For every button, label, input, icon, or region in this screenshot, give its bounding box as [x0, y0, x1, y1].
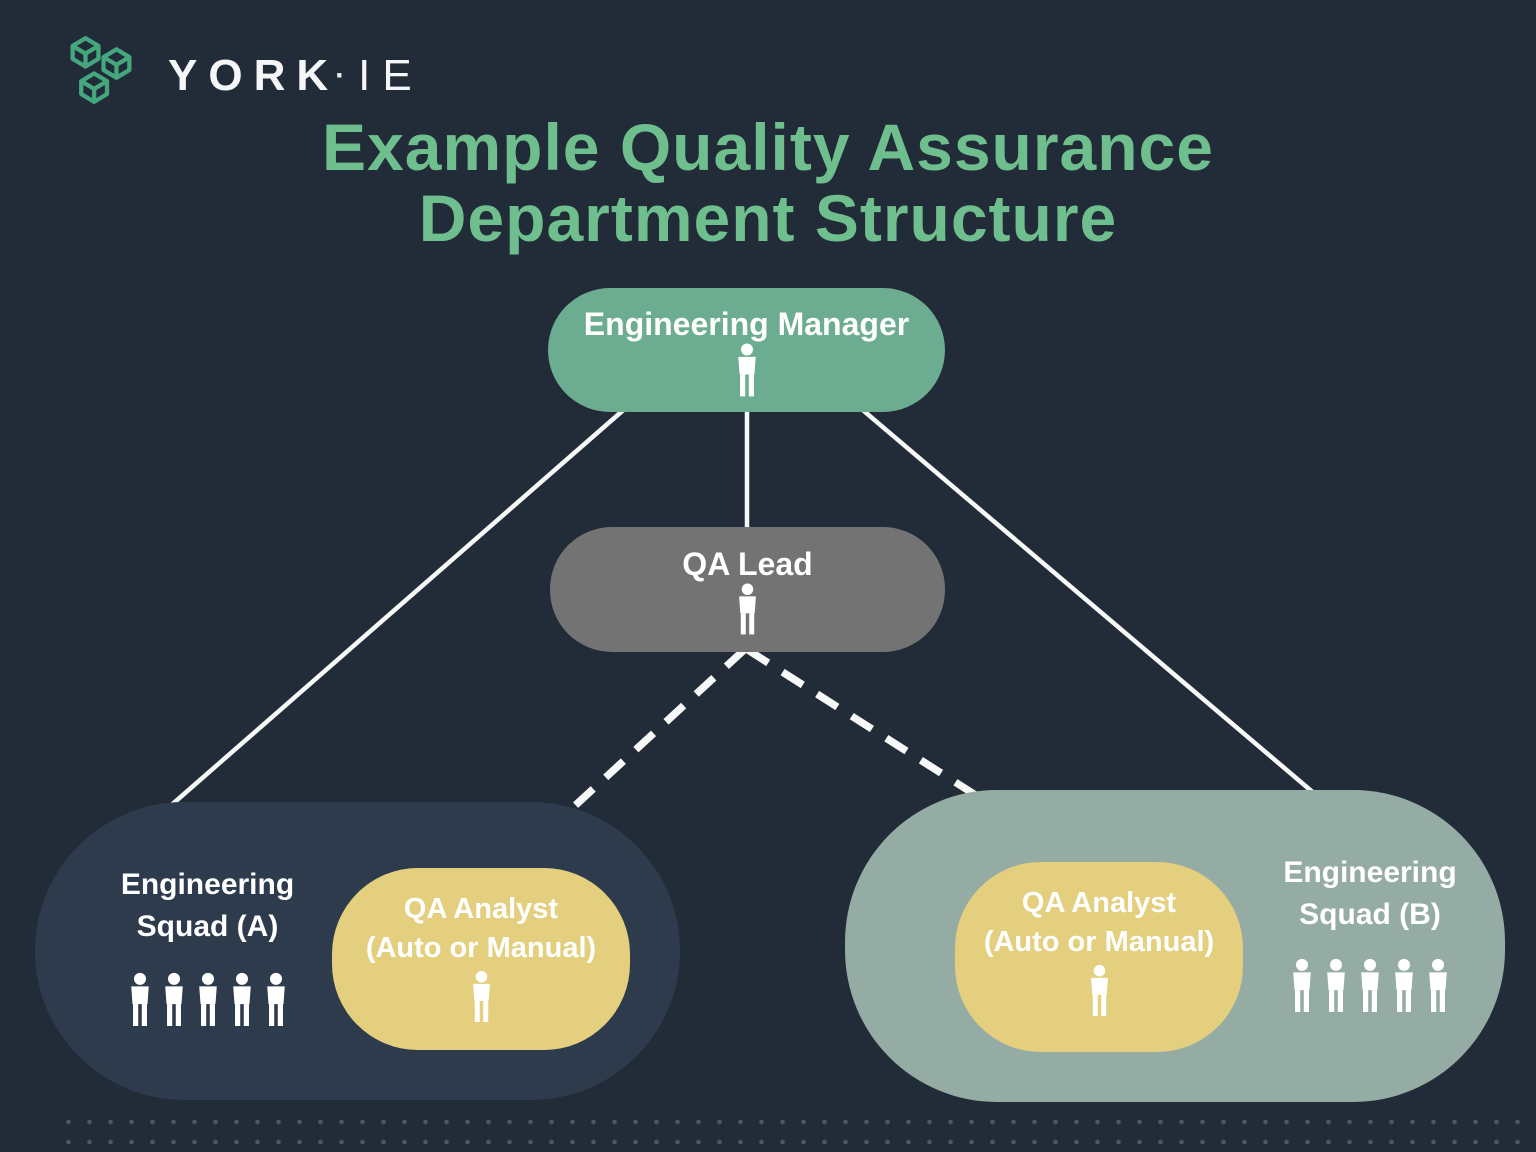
qa-analyst-b-label: QA Analyst (Auto or Manual): [984, 884, 1214, 962]
person-icon: [472, 970, 490, 1022]
person-icon: [737, 343, 756, 397]
edge-manager-to-squad-a: [166, 404, 630, 810]
squad-a-label-line2: Squad (A): [136, 910, 279, 943]
squad-b-label: Engineering Squad (B): [1240, 852, 1500, 936]
person-icon: [266, 972, 285, 1026]
page-title: Example Quality Assurance Department Str…: [0, 112, 1536, 253]
node-engineering-manager: Engineering Manager: [548, 288, 945, 412]
squad-a-label-line1: Engineering: [120, 868, 295, 901]
yorkie-logo-icon: [70, 36, 132, 104]
squad-b-members: [1235, 958, 1505, 1014]
engineering-manager-label: Engineering Manager: [583, 306, 910, 342]
person-icon: [1395, 958, 1413, 1012]
person-icon: [164, 972, 183, 1026]
edge-manager-to-squad-b: [856, 404, 1324, 802]
qa-analyst-b-label-line2: (Auto or Manual): [983, 926, 1215, 958]
edge-qa-lead-to-analyst-a: [500, 647, 747, 875]
person-icon: [1293, 958, 1311, 1012]
squad-b-label-line2: Squad (B): [1299, 898, 1441, 931]
node-qa-lead: QA Lead: [550, 527, 945, 652]
person-icon: [1361, 958, 1379, 1012]
node-qa-analyst-b: QA Analyst (Auto or Manual): [955, 862, 1243, 1052]
person-icon: [130, 972, 149, 1026]
logo-wordmark: YORK · IE: [168, 51, 424, 101]
qa-analyst-a-label: QA Analyst (Auto or Manual): [366, 890, 596, 968]
squad-b-label-line1: Engineering: [1283, 856, 1457, 889]
qa-analyst-b-label-line1: QA Analyst: [1021, 887, 1177, 919]
person-icon: [1090, 964, 1108, 1016]
node-engineering-squad-b: QA Analyst (Auto or Manual) Engineering …: [845, 790, 1505, 1102]
person-icon: [232, 972, 251, 1026]
person-icon: [1327, 958, 1345, 1012]
person-icon: [1429, 958, 1447, 1012]
logo: YORK · IE: [58, 34, 424, 118]
page-title-line2: Department Structure: [418, 180, 1118, 255]
logo-text-ie: IE: [358, 51, 424, 100]
qa-lead-label: QA Lead: [682, 546, 813, 582]
person-icon: [739, 583, 756, 635]
node-qa-analyst-a: QA Analyst (Auto or Manual): [332, 868, 630, 1050]
dot-pattern: [58, 1108, 1536, 1152]
logo-separator-dot: ·: [335, 59, 357, 92]
squad-a-members: [35, 972, 380, 1028]
logo-text-york: YORK: [168, 51, 340, 100]
squad-a-label: Engineering Squad (A): [35, 864, 380, 948]
page-title-line1: Example Quality Assurance: [322, 110, 1214, 184]
qa-analyst-a-label-line2: (Auto or Manual): [365, 932, 597, 964]
node-engineering-squad-a: Engineering Squad (A) QA Analyst (Auto o…: [35, 802, 680, 1100]
qa-analyst-a-label-line1: QA Analyst: [403, 893, 559, 925]
person-icon: [198, 972, 217, 1026]
